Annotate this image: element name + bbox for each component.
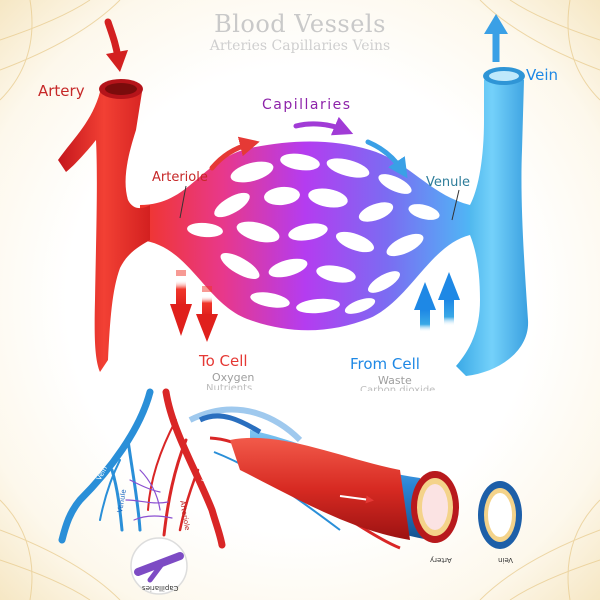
from-cell-label: From Cell — [350, 355, 420, 373]
to-cell-arrows — [170, 270, 218, 342]
venule-pointer — [451, 189, 460, 221]
vein-vessel — [456, 67, 529, 376]
from-cell-arrows — [414, 272, 460, 332]
vessel-cross-section — [188, 406, 522, 550]
flow-arrow-icon — [209, 116, 408, 179]
capillary-network — [140, 141, 470, 331]
arrow-up-icon — [484, 14, 508, 62]
arteriole-pointer — [179, 185, 187, 219]
arrow-down-icon — [104, 18, 128, 72]
vein-label: Vein — [526, 66, 558, 84]
capillaries-circle — [130, 537, 188, 595]
to-cell-label: To Cell — [199, 352, 248, 370]
oxygen-label: Oxygen — [212, 371, 255, 384]
artery-label: Artery — [38, 82, 85, 100]
capillaries-label: Capillaries — [262, 97, 352, 113]
nutrients-label: Nutrients — [206, 383, 253, 390]
arteriole-label: Arteriole — [152, 170, 208, 185]
vessel-branch-tree — [58, 388, 226, 549]
vein-section-label: Vein — [498, 556, 513, 564]
diagram-subtitle: Arteries Capillaries Veins — [209, 38, 391, 54]
venule-label: Venule — [426, 175, 470, 190]
diagram-title: Blood Vessels — [214, 10, 386, 38]
artery-section-label: Artery — [430, 556, 452, 564]
artery-vessel — [58, 79, 150, 372]
capillaries-circle-label: Capillaries — [142, 584, 179, 592]
co2-label: Carbon dioxide — [360, 385, 436, 391]
waste-label: Waste — [378, 374, 412, 387]
